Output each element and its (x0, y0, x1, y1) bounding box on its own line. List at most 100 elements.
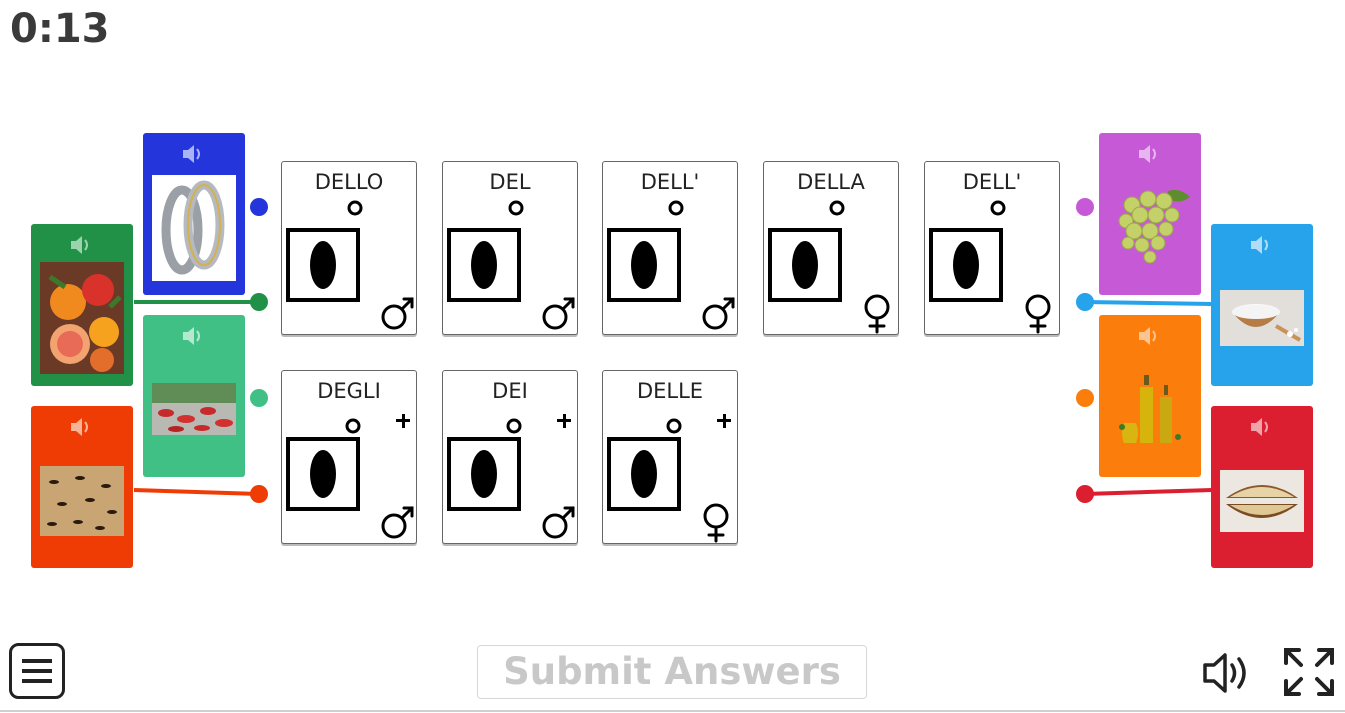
grapes-image (1108, 185, 1192, 271)
fullscreen-icon (1284, 648, 1334, 696)
speaker-icon[interactable] (1249, 416, 1273, 438)
speaker-icon[interactable] (69, 416, 93, 438)
male-symbol-icon (381, 506, 414, 539)
word-card-del[interactable]: DEL (442, 161, 578, 335)
black-oval-icon (792, 241, 818, 289)
article-symbol-diagram (447, 414, 575, 539)
bread-loaf-image (1220, 470, 1304, 532)
small-ring-icon (506, 418, 522, 434)
oil-bottles-image (1108, 371, 1192, 447)
speaker-icon (1203, 653, 1246, 693)
speaker-icon[interactable] (1137, 325, 1161, 347)
word-card-della[interactable]: DELLA (763, 161, 899, 335)
connection-dot-bread[interactable] (1076, 485, 1094, 503)
small-ring-icon (668, 200, 684, 216)
speaker-icon[interactable] (1137, 143, 1161, 165)
article-symbol-diagram (607, 414, 731, 543)
small-ring-icon (508, 200, 524, 216)
hamburger-menu-icon (9, 643, 65, 699)
square-frame-icon (607, 228, 681, 302)
small-ring-icon (347, 200, 363, 216)
word-card-dell-feminine[interactable]: DELL' (924, 161, 1060, 335)
male-symbol-icon (542, 506, 575, 539)
left-card-crabs[interactable] (143, 315, 245, 477)
bottom-divider (0, 710, 1345, 712)
word-label: DELL' (640, 170, 700, 194)
square-frame-icon (447, 228, 521, 302)
plus-icon (557, 414, 571, 428)
square-frame-icon (447, 437, 521, 511)
black-oval-icon (631, 450, 657, 498)
word-card-delle[interactable]: DELLE (602, 370, 738, 544)
connection-dot-rings[interactable] (250, 198, 268, 216)
right-card-salt[interactable] (1211, 224, 1313, 386)
connection-dot-ants[interactable] (250, 485, 268, 503)
article-symbol-diagram (286, 414, 414, 539)
word-label: DELL' (962, 170, 1022, 194)
word-card-degli[interactable]: DEGLI (281, 370, 417, 544)
right-card-grapes[interactable] (1099, 133, 1201, 295)
male-symbol-icon (542, 297, 575, 330)
small-ring-icon (990, 200, 1006, 216)
black-oval-icon (310, 241, 336, 289)
male-symbol-icon (381, 297, 414, 330)
word-label: DELLA (797, 170, 865, 194)
right-card-bread[interactable] (1211, 406, 1313, 568)
square-frame-icon (286, 228, 360, 302)
article-symbol-diagram (768, 200, 890, 334)
connection-dot-citrus[interactable] (250, 293, 268, 311)
word-card-dell-masculine[interactable]: DELL' (602, 161, 738, 335)
connection-dot-oil[interactable] (1076, 389, 1094, 407)
article-symbol-diagram (286, 200, 414, 330)
small-ring-icon (345, 418, 361, 434)
speaker-icon[interactable] (1249, 234, 1273, 256)
word-label: DELLE (636, 379, 704, 403)
black-oval-icon (631, 241, 657, 289)
wedding-rings-image (152, 175, 236, 281)
citrus-fruits-image (40, 262, 124, 374)
word-card-dello[interactable]: DELLO (281, 161, 417, 335)
female-symbol-icon (703, 503, 729, 543)
connection-dot-grapes[interactable] (1076, 198, 1094, 216)
connection-dot-salt[interactable] (1076, 293, 1094, 311)
article-symbol-diagram (607, 200, 735, 330)
word-label: DEI (492, 379, 528, 403)
speaker-icon[interactable] (181, 325, 205, 347)
salt-bowl-image (1220, 290, 1304, 346)
speaker-icon[interactable] (181, 143, 205, 165)
fullscreen-button[interactable] (1283, 647, 1335, 697)
female-symbol-icon (864, 294, 890, 334)
small-ring-icon (829, 200, 845, 216)
word-card-dei[interactable]: DEI (442, 370, 578, 544)
ants-image (40, 466, 124, 536)
timer: 0:13 (10, 6, 110, 52)
male-symbol-icon (702, 297, 735, 330)
plus-icon (717, 414, 731, 428)
word-label: DEGLI (317, 379, 381, 403)
square-frame-icon (929, 228, 1003, 302)
female-symbol-icon (1025, 294, 1051, 334)
square-frame-icon (286, 437, 360, 511)
submit-answers-button[interactable]: Submit Answers (477, 645, 867, 699)
black-oval-icon (310, 450, 336, 498)
black-oval-icon (471, 450, 497, 498)
square-frame-icon (607, 437, 681, 511)
sound-toggle-button[interactable] (1201, 651, 1253, 695)
left-card-ants[interactable] (31, 406, 133, 568)
right-card-oil[interactable] (1099, 315, 1201, 477)
menu-button[interactable] (9, 643, 65, 699)
article-symbol-diagram (447, 200, 575, 330)
left-card-rings[interactable] (143, 133, 245, 295)
black-oval-icon (953, 241, 979, 289)
black-oval-icon (471, 241, 497, 289)
article-symbol-diagram (929, 200, 1051, 334)
connection-dot-crabs[interactable] (250, 389, 268, 407)
small-ring-icon (666, 418, 682, 434)
plus-icon (396, 414, 410, 428)
left-card-citrus[interactable] (31, 224, 133, 386)
word-label: DELLO (314, 170, 384, 194)
square-frame-icon (768, 228, 842, 302)
word-label: DEL (489, 170, 531, 194)
speaker-icon[interactable] (69, 234, 93, 256)
